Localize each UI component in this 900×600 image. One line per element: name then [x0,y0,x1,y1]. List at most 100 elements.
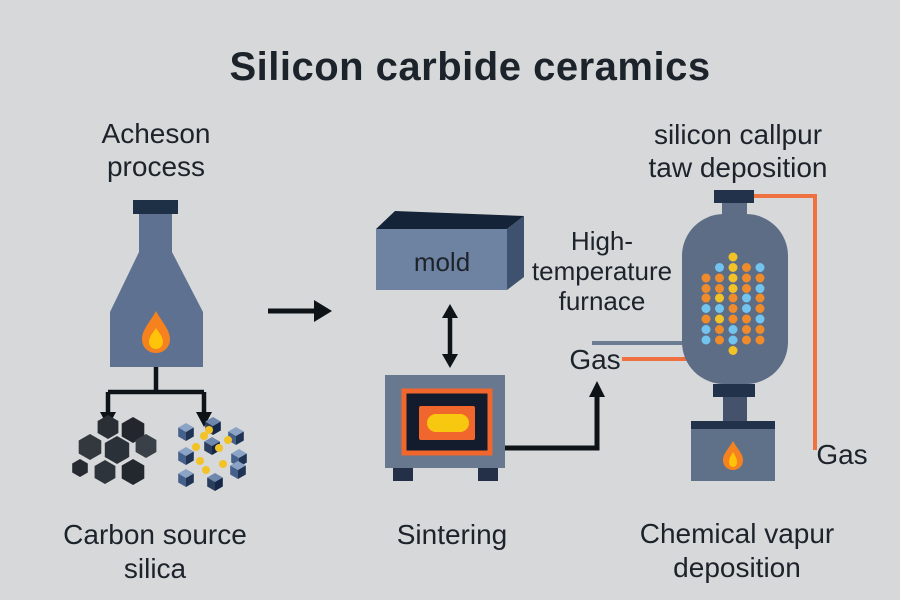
silica-cube-face [207,473,223,482]
deposition-dot [728,293,738,303]
deposition-dot [742,263,751,272]
deposition-dot [742,335,751,345]
silica-cube-face [207,477,215,491]
sintering-section: mold Sintering [376,211,605,550]
gas-pipe-orange-right [752,194,817,450]
deposition-dot [715,304,724,313]
silica-speck [215,444,223,452]
silica-speck [192,443,200,451]
cvd-top-label-line2: taw deposition [648,152,827,183]
silica-cube-face [186,473,194,487]
deposition-dot [728,273,738,283]
elbow-arrow-icon [505,381,605,451]
silica-speck [202,466,210,474]
acheson-label-line1: Acheson [102,118,211,149]
silica-cube-face [230,465,238,479]
flow-arrow-right-icon [268,300,332,322]
furnace-label-line1: High- [571,226,633,256]
burner-icon [691,421,775,481]
silica-speck [200,432,208,440]
deposition-dot [742,304,751,313]
silica-cube-face [178,447,194,456]
furnace-label-line2: temperature [532,256,672,286]
deposition-dot [715,314,724,324]
silica-cube-face [178,469,194,478]
double-arrow-icon [442,304,458,368]
mold-label: mold [414,247,470,277]
deposition-dot [701,314,711,324]
silica-cube-face [178,427,186,441]
silica-cube-face [178,473,186,487]
deposition-dot [715,273,724,283]
silica-cube-face [205,417,221,426]
deposition-dot [701,284,711,293]
deposition-dot [755,304,765,313]
deposition-dot [701,335,711,345]
deposition-dot [728,284,738,293]
deposition-dot [701,273,711,283]
carbon-lumps-icon [72,415,157,485]
silica-speck [205,426,213,434]
deposition-dot [728,252,738,262]
silica-cube-face [238,465,246,479]
silica-cube-face [228,431,236,445]
materials-label-line1: Carbon source [63,519,247,550]
mold-icon: mold [376,211,524,290]
deposition-dot [715,284,724,293]
silica-cube-face [231,449,247,458]
deposition-dot [742,284,751,293]
deposition-dot [755,273,765,283]
deposition-dot [728,325,738,334]
deposition-dot [701,304,711,313]
silica-cube-face [236,431,244,445]
furnace-label-line3: furnace [559,286,646,316]
deposition-dot [755,293,765,303]
silica-speck [196,457,204,465]
acheson-section: Acheson process [63,118,247,584]
deposition-dot [755,335,765,345]
silica-cube-face [213,421,221,435]
silica-cube-face [186,451,194,465]
silica-cube-face [228,427,244,436]
burner-flame-icon [723,441,743,470]
deposition-dot [742,293,751,303]
sintering-furnace-icon [385,375,505,481]
deposition-dot [755,314,765,324]
deposition-dot [742,314,751,324]
deposition-dot [715,263,724,272]
silica-speck [224,436,232,444]
silica-cube-face [186,427,194,441]
deposition-dot [728,346,738,355]
deposition-dot [715,325,724,334]
silica-cube-face [230,461,246,470]
deposition-dot [742,325,751,334]
silica-cube-face [215,477,223,491]
silica-cube-face [178,423,194,432]
silica-cube-face [204,437,220,446]
silica-cube-face [204,441,212,455]
cvd-bottom-label-line2: deposition [673,552,801,583]
silica-speck [219,460,227,468]
sintering-label: Sintering [397,519,508,550]
deposition-dot [755,263,765,272]
silica-cube-face [178,451,186,465]
cvd-bottom-label-line1: Chemical vapur [640,518,835,549]
deposition-dot [755,325,765,334]
gas-label-right: Gas [816,439,867,470]
deposition-dot [701,325,711,334]
deposition-dot [715,335,724,345]
deposition-dot [728,314,738,324]
deposition-dot [728,263,738,272]
deposition-dots [701,252,765,355]
deposition-dot [715,293,724,303]
cvd-section: silicon callpur taw deposition High- tem… [532,119,868,583]
page-title: Silicon carbide ceramics [229,45,710,89]
gas-label-left: Gas [569,344,620,375]
deposition-dot [701,293,711,303]
cvd-top-label-line1: silicon callpur [654,119,822,150]
cvd-reactor-icon [682,190,788,423]
deposition-dot [728,335,738,345]
silica-cubes-icon [178,417,247,491]
deposition-dot [742,273,751,283]
